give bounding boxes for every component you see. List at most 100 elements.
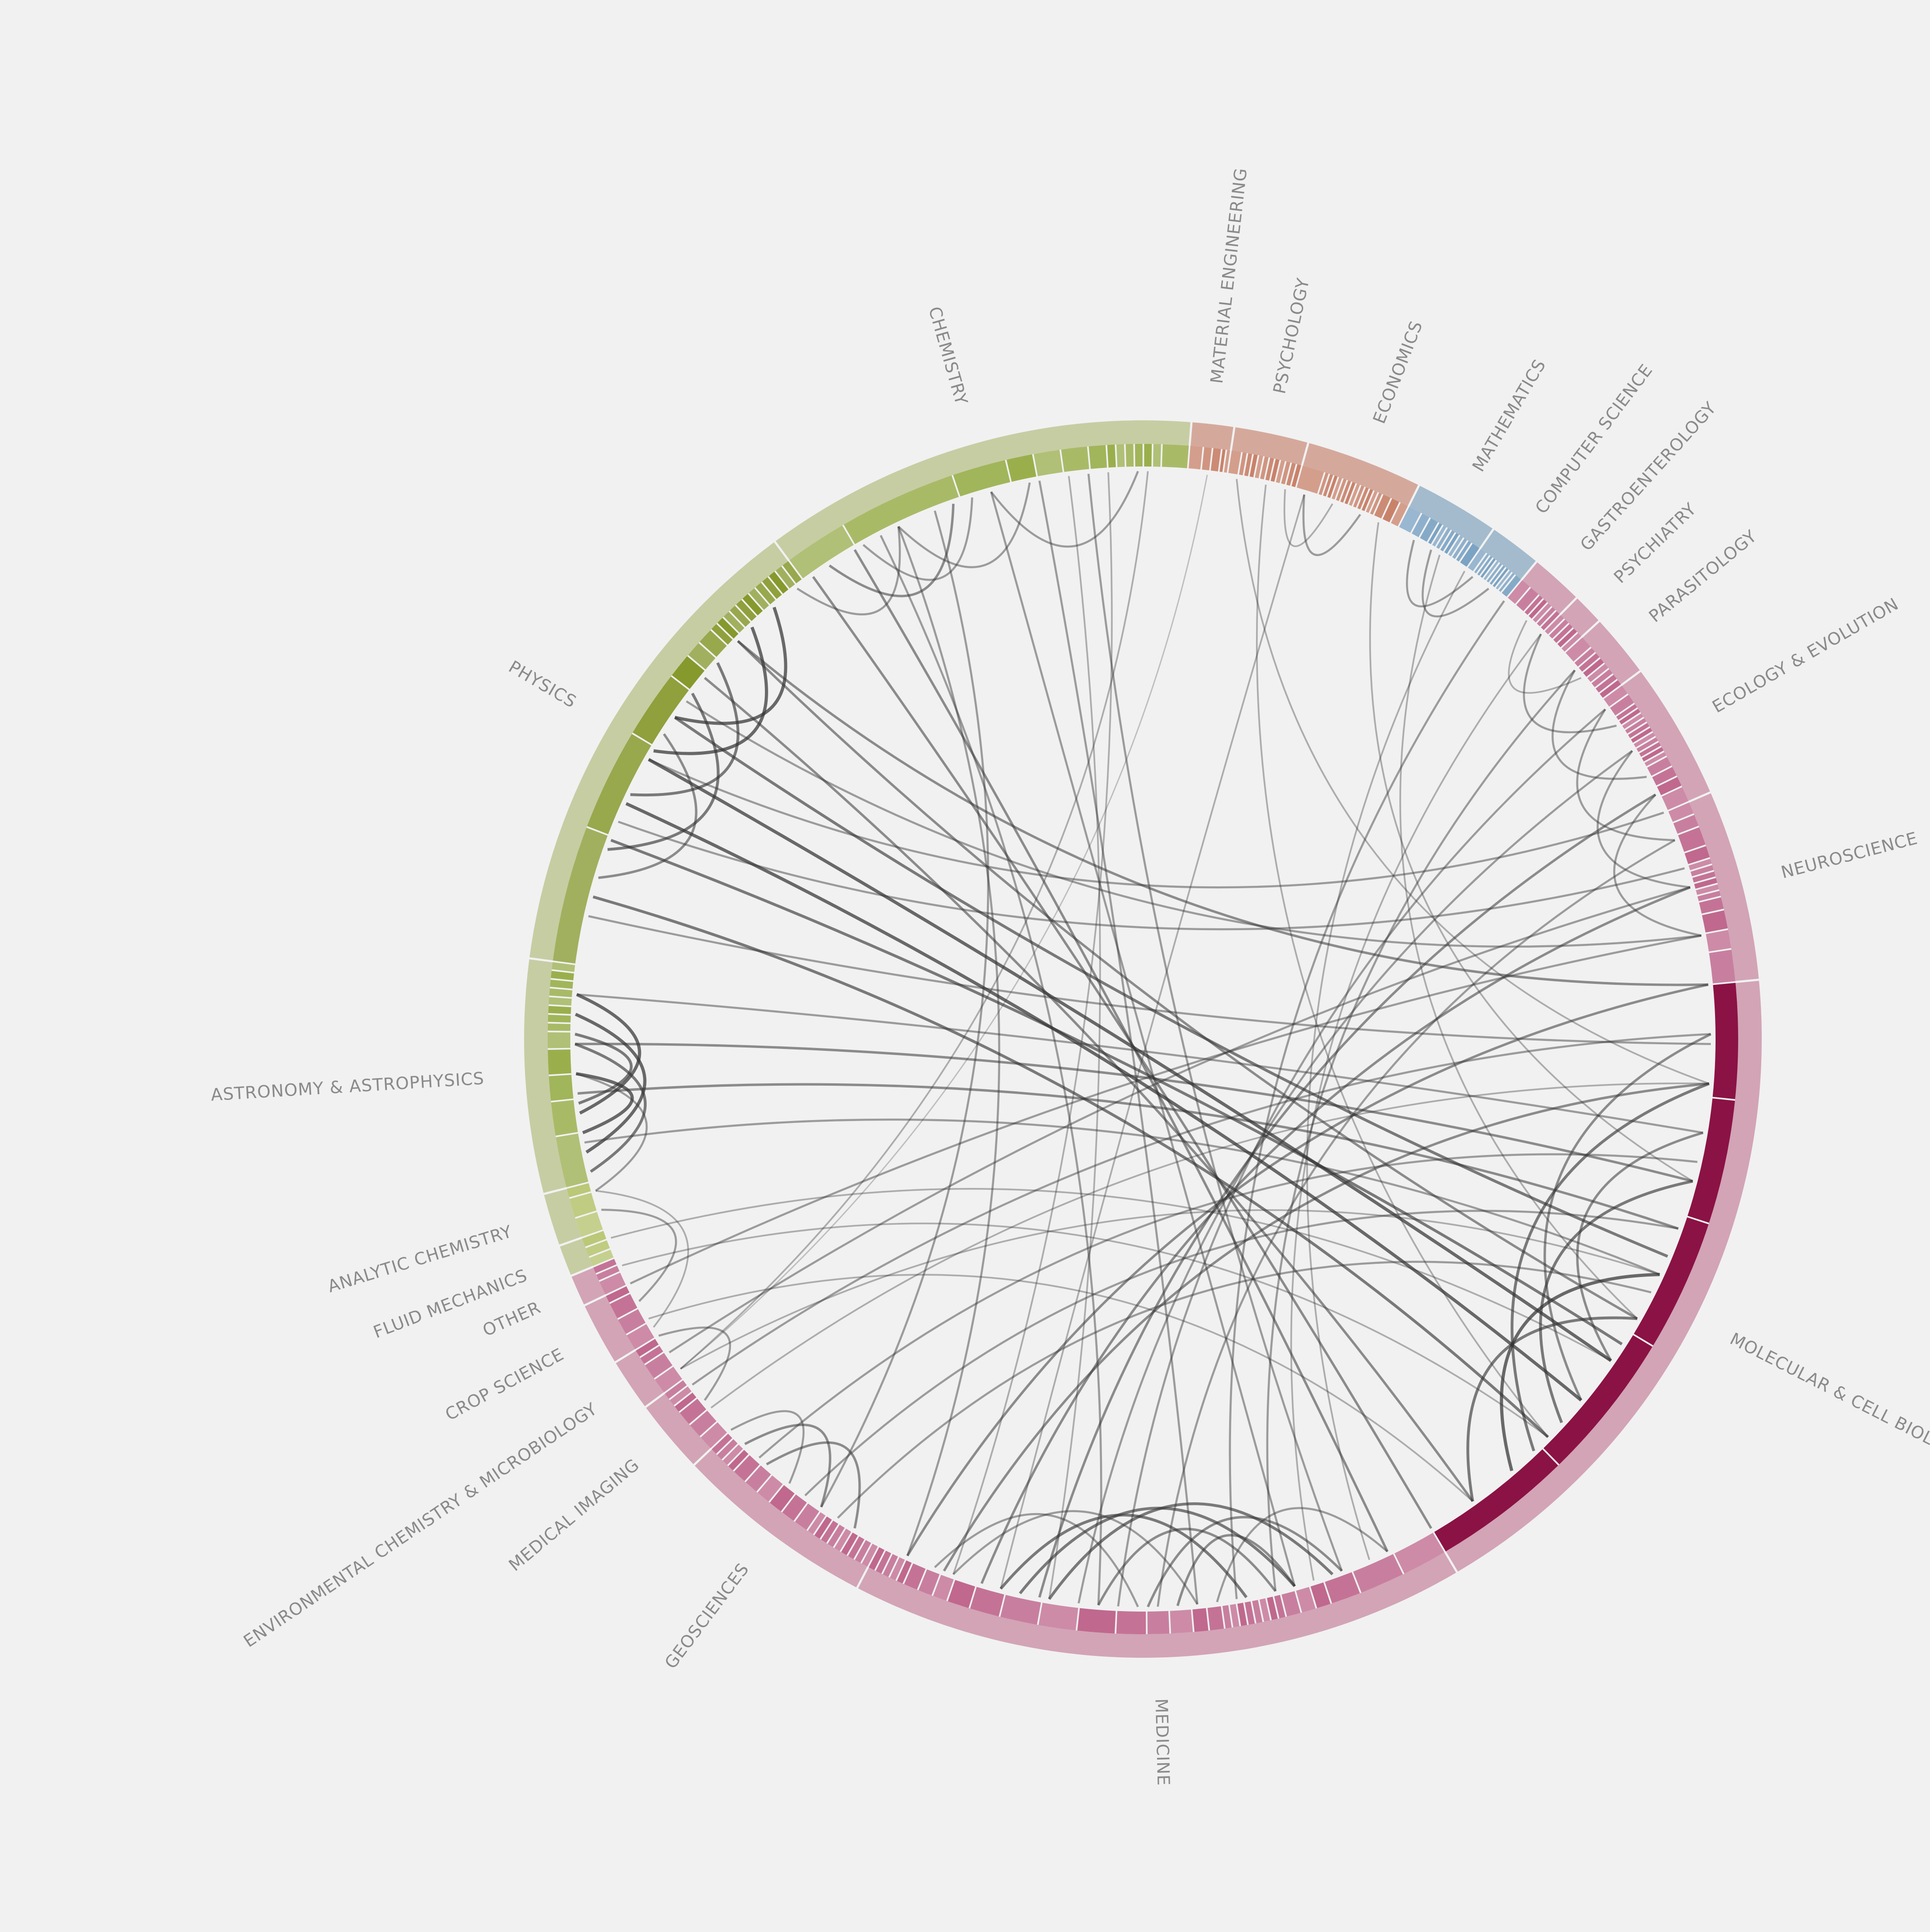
chord-link-87	[737, 640, 1708, 986]
segment-8-11	[1642, 747, 1664, 762]
chord-link-44	[1406, 540, 1474, 608]
segment-16-1	[596, 1266, 620, 1281]
segment-12-4	[834, 1529, 852, 1551]
segment-20-1	[587, 734, 651, 835]
chord-link-11	[575, 1013, 647, 1154]
segment-8-12	[1644, 752, 1667, 767]
group-label-12: GEOSCIENCES	[661, 1560, 753, 1673]
chord-link-52	[737, 640, 1638, 1320]
segment-12-0	[862, 1543, 878, 1567]
segment-3-9	[1452, 538, 1468, 559]
segment-11-15	[1192, 1608, 1208, 1632]
chord-link-22	[1000, 1514, 1248, 1598]
segment-20-4	[688, 643, 715, 670]
outer-arc-12	[695, 1449, 867, 1588]
group-label-8: ECOLOGY & EVOLUTION	[1709, 594, 1902, 717]
segment-12-15	[728, 1449, 749, 1471]
segment-4-1	[1474, 553, 1489, 573]
chord-link-10	[576, 993, 641, 1115]
segment-16-0	[599, 1272, 626, 1295]
chord-link-2	[630, 662, 739, 797]
chord-link-54	[812, 576, 1432, 1529]
segment-2-14	[1374, 494, 1391, 519]
chord-link-38	[1596, 750, 1691, 889]
segment-11-27	[897, 1560, 912, 1584]
segment-1-6	[1265, 458, 1274, 481]
segment-21-6	[1088, 445, 1107, 469]
segment-3-6	[1440, 530, 1455, 552]
segment-4-5	[1487, 563, 1503, 583]
chord-link-68	[804, 1210, 1679, 1497]
segment-11-2	[1325, 1572, 1360, 1604]
chord-link-99	[622, 1222, 1549, 1438]
segment-19-9	[549, 988, 573, 998]
segment-9-12	[1706, 930, 1732, 952]
segment-20-10	[736, 599, 757, 622]
chord-link-55	[854, 549, 1389, 1552]
chord-link-89	[648, 758, 1664, 889]
group-label-2: ECONOMICS	[1370, 318, 1427, 426]
segment-17-2	[582, 1231, 607, 1247]
segment-12-10	[782, 1494, 807, 1521]
chord-link-40	[1552, 670, 1647, 780]
segment-14-0	[655, 1367, 682, 1392]
segment-13-5	[665, 1380, 687, 1399]
segment-11-8	[1259, 1598, 1270, 1622]
chord-link-64	[668, 886, 1691, 1353]
segment-4-2	[1477, 556, 1493, 576]
chord-link-29	[953, 1510, 1199, 1605]
group-label-15: CROP SCIENCE	[442, 1345, 567, 1425]
outer-arc-1	[1232, 427, 1307, 466]
chord-link-92	[897, 526, 1001, 1556]
chord-link-3	[607, 692, 720, 851]
segment-3-8	[1448, 535, 1463, 557]
outer-arc-6	[1560, 598, 1599, 637]
segment-11-30	[876, 1550, 891, 1574]
segment-19-7	[548, 1006, 571, 1014]
segment-11-25	[918, 1569, 940, 1596]
chord-link-6	[897, 482, 1031, 568]
segment-21-2	[953, 460, 1010, 497]
segment-3-3	[1428, 523, 1443, 544]
segment-3-7	[1444, 533, 1459, 554]
segment-14-2	[640, 1346, 664, 1364]
segment-20-5	[699, 630, 727, 657]
segment-9-2	[1678, 827, 1706, 852]
chord-link-60	[577, 1083, 1679, 1230]
segment-5-1	[1516, 588, 1539, 612]
chord-link-16	[601, 1209, 677, 1302]
chord-link-9	[797, 526, 901, 615]
segment-11-29	[883, 1554, 898, 1577]
segment-3-11	[1460, 543, 1479, 567]
outer-arc-19	[524, 959, 567, 1193]
chord-link-78	[1266, 669, 1576, 1591]
segment-20-0	[553, 827, 608, 964]
segment-11-19	[1077, 1608, 1116, 1634]
segment-14-3	[636, 1339, 659, 1357]
outer-arc-3	[1409, 485, 1493, 548]
chord-link-100	[648, 1274, 1473, 1502]
segment-2-5	[1336, 478, 1347, 501]
segment-8-4	[1622, 713, 1643, 729]
segment-8-10	[1639, 742, 1661, 757]
chord-link-73	[1038, 793, 1656, 1598]
segment-13-4	[670, 1386, 692, 1406]
segment-10-0	[1712, 982, 1738, 1099]
outer-arc-20	[529, 542, 788, 960]
segment-15-3	[606, 1286, 630, 1303]
chord-link-98	[610, 1188, 1611, 1362]
segment-16-2	[593, 1259, 617, 1273]
chord-link-32	[1539, 1179, 1693, 1424]
segment-11-28	[890, 1557, 905, 1580]
chord-link-48	[625, 802, 1582, 1402]
segment-11-24	[933, 1575, 954, 1601]
chord-link-72	[980, 886, 1691, 1584]
segment-2-10	[1357, 487, 1369, 509]
segment-19-4	[548, 1032, 571, 1048]
chord-link-86	[680, 475, 1208, 1369]
segment-21-3	[1006, 454, 1036, 482]
segment-2-16	[1391, 502, 1408, 526]
segment-21-13	[1162, 444, 1189, 468]
segment-2-7	[1344, 482, 1355, 505]
